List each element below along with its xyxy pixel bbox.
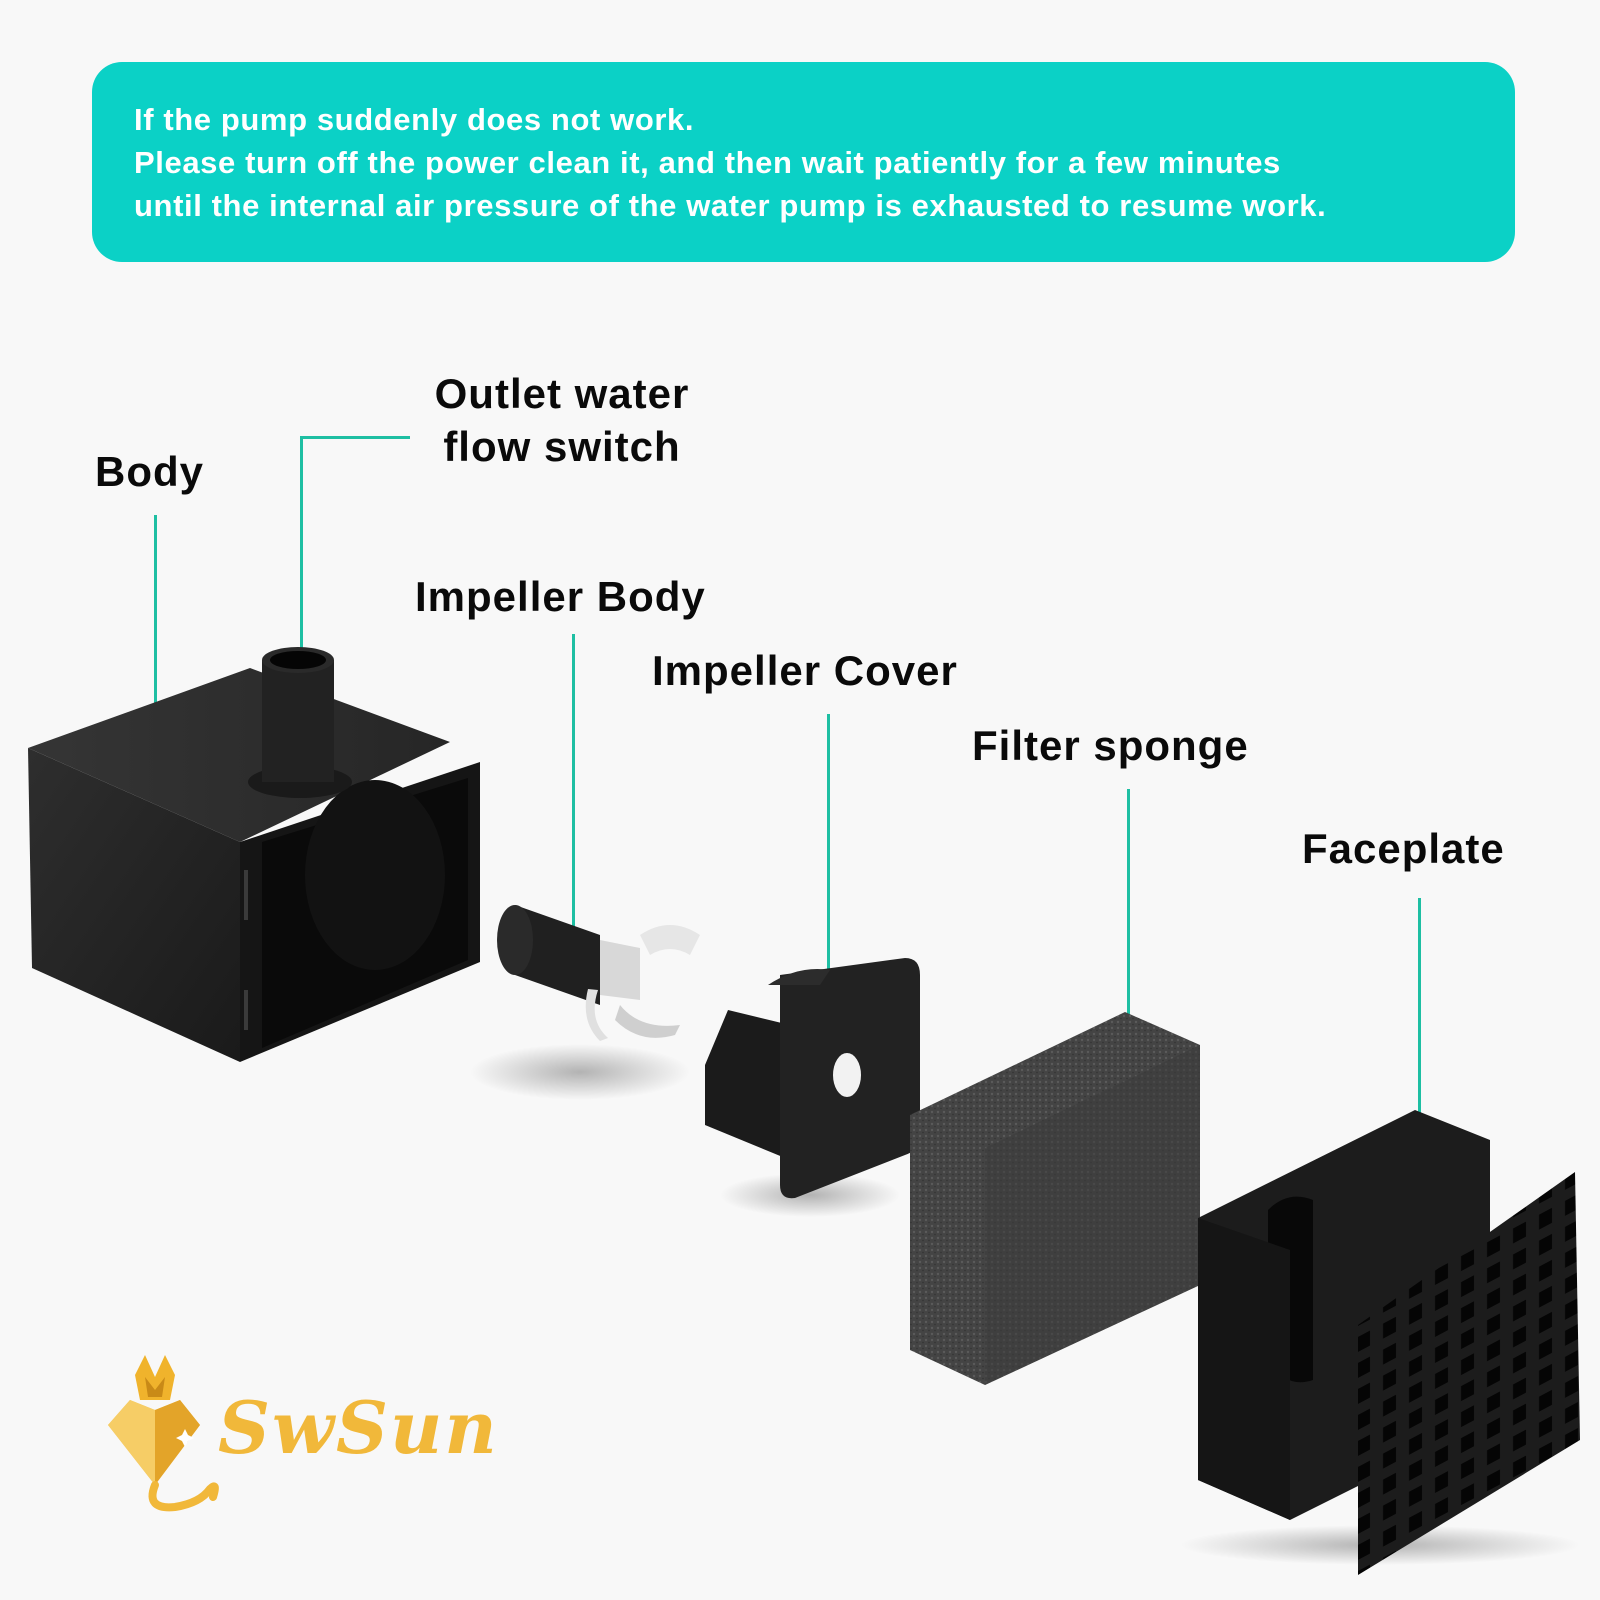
brand-name: SwSun: [218, 1385, 499, 1470]
leader-line-body: [154, 515, 157, 725]
filter-sponge-image: [910, 1012, 1200, 1385]
impeller-image: [470, 905, 700, 1100]
fox-diamond-heart-icon: [108, 1355, 219, 1512]
leader-line-filter-sponge: [1127, 789, 1130, 1049]
leader-line-impeller-cover: [827, 714, 830, 979]
label-impeller-cover: Impeller Cover: [652, 647, 958, 694]
banner-line-1: If the pump suddenly does not work.: [134, 102, 695, 137]
label-outlet-line-2: flow switch: [443, 422, 681, 470]
brand-logo: SwSun: [100, 1355, 497, 1515]
banner-line-3: until the internal air pressure of the w…: [134, 188, 1327, 223]
label-faceplate: Faceplate: [1302, 825, 1505, 872]
leader-line-impeller-body: [572, 634, 575, 936]
label-filter-sponge: Filter sponge: [972, 722, 1249, 769]
leader-line-faceplate: [1418, 898, 1421, 1138]
pump-body-image: [28, 647, 480, 1062]
label-body: Body: [95, 448, 204, 495]
warning-banner: If the pump suddenly does not work. Plea…: [92, 62, 1515, 262]
label-outlet-line-1: Outlet water: [434, 370, 690, 417]
label-outlet-water-flow-switch: Outlet water flow switch: [412, 368, 712, 473]
impeller-cover-image: [705, 958, 920, 1217]
outlet-nozzle-image: [248, 647, 352, 798]
faceplate-image: [1180, 1110, 1580, 1575]
banner-line-2: Please turn off the power clean it, and …: [134, 145, 1281, 180]
leader-line-outlet-vertical: [300, 436, 303, 662]
label-impeller-body: Impeller Body: [415, 573, 706, 620]
leader-line-outlet-horizontal: [300, 436, 410, 439]
